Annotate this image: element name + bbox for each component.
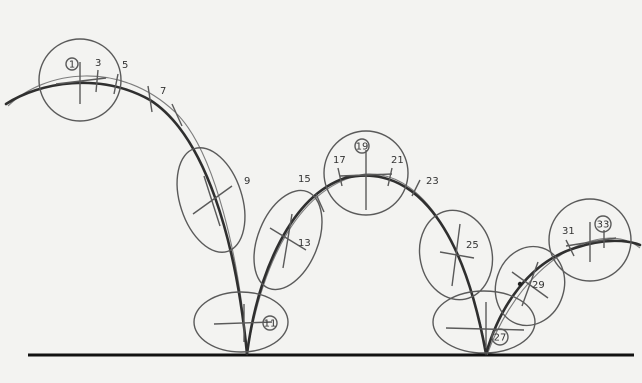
frame-29-dot (517, 281, 523, 287)
frame-number-15: 15 (298, 174, 311, 185)
frame-number-27: 27 (494, 333, 507, 344)
frame-number-7: 7 (160, 86, 166, 97)
drawing-axis-marks (55, 62, 617, 348)
frame-number-1: 1 (69, 60, 75, 71)
frame-number-3: 3 (95, 58, 101, 69)
drawing-frame-25 (418, 209, 494, 301)
drawing-frame-9 (176, 147, 246, 253)
drawing-frame-13 (253, 189, 323, 291)
frame-number-23: 23 (426, 176, 439, 187)
frame-number-33: 33 (597, 220, 610, 231)
frame-number-11: 11 (264, 319, 277, 330)
frame-number-19-circle: 19 (354, 138, 370, 154)
frame-number-13: 13 (298, 238, 311, 249)
drawing-frame-1 (38, 38, 122, 122)
frame-number-5: 5 (122, 60, 128, 71)
frame-number-9: 9 (244, 176, 250, 187)
trajectory-ticks (95, 69, 605, 257)
frame-number-25: 25 (466, 240, 479, 251)
frame-number-31: 31 (562, 226, 575, 237)
frame-number-11-circle: 11 (262, 315, 278, 331)
frame-number-19: 19 (356, 142, 369, 153)
drawing-frame-11 (193, 291, 289, 353)
frame-number-27-circle: 27 (491, 328, 509, 346)
trajectory-arc-1 (4, 81, 249, 356)
frame-number-21: 21 (391, 155, 404, 166)
drawing-frame-33 (548, 198, 632, 282)
frame-number-1-circle: 1 (65, 57, 79, 71)
frame-number-33-circle: 33 (594, 215, 612, 233)
trajectory-arc-3 (484, 239, 642, 356)
drawing-frame-27 (432, 290, 536, 354)
guide-arc-1 (7, 75, 248, 356)
frame-number-29: 29 (532, 280, 545, 291)
drawing-frame-29 (494, 245, 566, 327)
drawing-frame-19 (323, 130, 409, 216)
frame-number-17: 17 (333, 155, 346, 166)
